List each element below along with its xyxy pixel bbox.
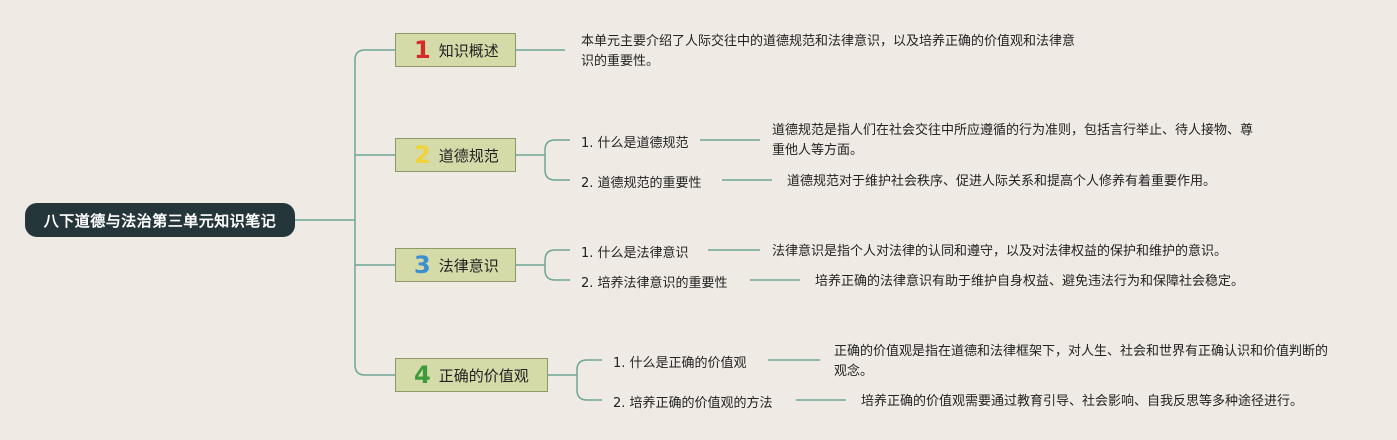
subtopic-detail: 培养正确的价值观需要通过教育引导、社会影响、自我反思等多种途径进行。 [861, 394, 1304, 409]
overview-detail: 本单元主要介绍了人际交往中的道德规范和法律意识，以及培养正确的价值观和法律意识的… [581, 34, 1076, 69]
root-topic[interactable]: 八下道德与法治第三单元知识笔记 [25, 203, 295, 237]
topic-label: 法律意识 [438, 256, 499, 275]
topic-label: 正确的价值观 [438, 366, 529, 385]
subtopic-moral-importance[interactable]: 2. 道德规范的重要性 [581, 176, 702, 191]
topic-label: 知识概述 [438, 41, 499, 60]
subtopic-what-legal[interactable]: 1. 什么是法律意识 [581, 246, 689, 261]
number-two-icon: 2 [414, 141, 431, 169]
subtopic-detail: 正确的价值观是指在道德和法律框架下，对人生、社会和世界有正确认识和价值判断的观念… [834, 344, 1329, 379]
number-three-icon: 3 [414, 251, 431, 279]
subtopic-detail: 道德规范对于维护社会秩序、促进人际关系和提高个人修养有着重要作用。 [787, 174, 1217, 189]
subtopic-detail: 法律意识是指个人对法律的认同和遵守，以及对法律权益的保护和维护的意识。 [772, 244, 1228, 259]
topic-legal-awareness[interactable]: 3 法律意识 [395, 248, 516, 282]
number-four-icon: 4 [414, 361, 431, 389]
subtopic-values-method[interactable]: 2. 培养正确的价值观的方法 [613, 396, 773, 411]
topic-label: 道德规范 [438, 146, 499, 165]
subtopic-detail: 道德规范是指人们在社会交往中所应遵循的行为准则，包括言行举止、待人接物、尊重他人… [772, 123, 1254, 158]
topic-overview[interactable]: 1 知识概述 [395, 33, 516, 67]
number-one-icon: 1 [414, 36, 431, 64]
root-title: 八下道德与法治第三单元知识笔记 [43, 211, 277, 230]
topic-moral-norms[interactable]: 2 道德规范 [395, 138, 516, 172]
subtopic-what-values[interactable]: 1. 什么是正确的价值观 [613, 356, 747, 371]
subtopic-detail: 培养正确的法律意识有助于维护自身权益、避免违法行为和保障社会稳定。 [815, 274, 1245, 289]
subtopic-legal-importance[interactable]: 2. 培养法律意识的重要性 [581, 276, 728, 291]
topic-values[interactable]: 4 正确的价值观 [395, 358, 548, 392]
subtopic-what-moral[interactable]: 1. 什么是道德规范 [581, 136, 689, 151]
